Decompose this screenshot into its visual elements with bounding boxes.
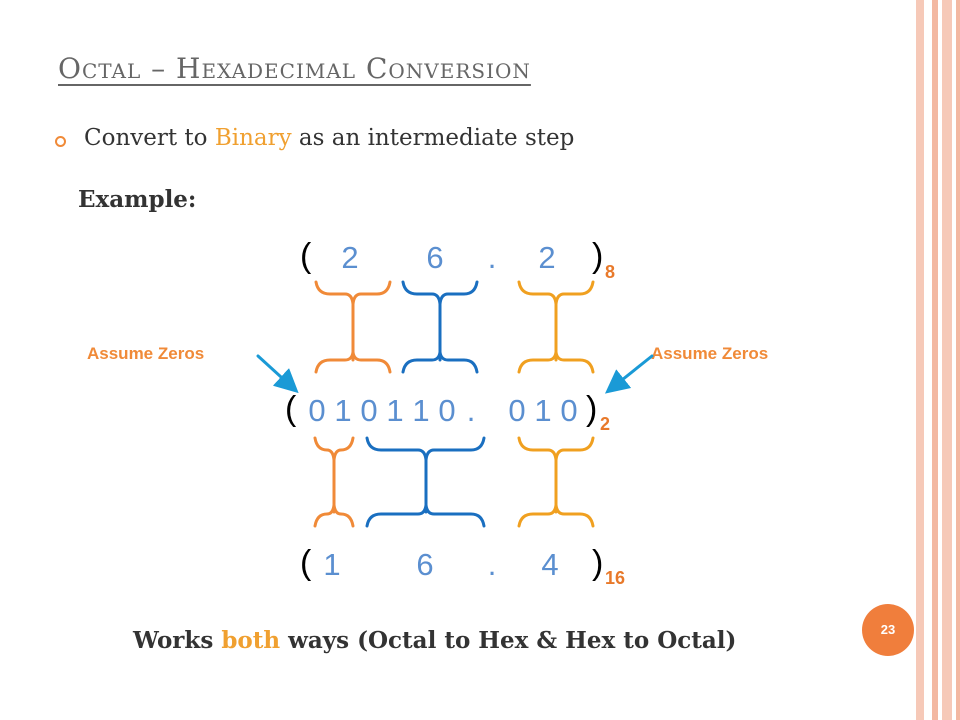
hex-close-paren: ) (592, 544, 604, 582)
binary-close-paren: ) (586, 390, 598, 428)
octal-brace-top-2 (401, 280, 479, 374)
binary-digit: 0 (508, 393, 526, 428)
hex-digit: 1 (323, 547, 341, 582)
binary-digit: 0 (360, 393, 378, 428)
assume-zeros-left-arrow (256, 354, 299, 394)
bullet-icon (55, 136, 66, 147)
binary-open-paren: ( (285, 390, 297, 428)
binary-digit: 1 (412, 393, 430, 428)
hex-open-paren: ( (300, 544, 312, 582)
both-highlight: both (221, 627, 281, 654)
binary-digit: 1 (386, 393, 404, 428)
binary-digit: 0 (438, 393, 456, 428)
footer-note: Works both ways (Octal to Hex & Hex to O… (133, 627, 737, 654)
octal-base: 8 (605, 262, 616, 282)
hex-brace-3 (517, 436, 595, 528)
binary-highlight: Binary (214, 125, 292, 151)
binary-digit: 1 (334, 393, 352, 428)
decorative-side-stripes (916, 0, 960, 720)
slide-number-badge: 23 (862, 604, 914, 656)
binary-base: 2 (600, 414, 611, 434)
octal-brace-top-1 (314, 280, 392, 374)
assume-zeros-left-label: Assume Zeros (87, 344, 205, 363)
octal-digit: 2 (341, 240, 359, 275)
hex-digit: 4 (541, 547, 559, 582)
octal-open-paren: ( (300, 237, 312, 275)
hex-brace-2 (365, 436, 486, 528)
octal-dot: . (487, 240, 497, 275)
hex-digit: 6 (416, 547, 434, 582)
hex-base: 16 (605, 568, 626, 588)
octal-digit: 2 (538, 240, 556, 275)
octal-brace-top-3 (517, 280, 595, 374)
binary-digit: 0 (308, 393, 326, 428)
conversion-braces (256, 280, 654, 528)
assume-zeros-right-arrow (604, 354, 654, 394)
hex-brace-1 (313, 436, 355, 528)
example-label: Example: (78, 186, 197, 213)
octal-close-paren: ) (592, 237, 604, 275)
binary-digit: 0 (560, 393, 578, 428)
bullet-text: Convert to Binary as an intermediate ste… (84, 125, 575, 151)
binary-digit: 1 (534, 393, 552, 428)
assume-zeros-right-label: Assume Zeros (651, 344, 769, 363)
octal-digit: 6 (426, 240, 444, 275)
binary-dot: . (466, 393, 476, 428)
hex-dot: . (487, 547, 497, 582)
slide-title: Octal – Hexadecimal Conversion (58, 52, 531, 85)
